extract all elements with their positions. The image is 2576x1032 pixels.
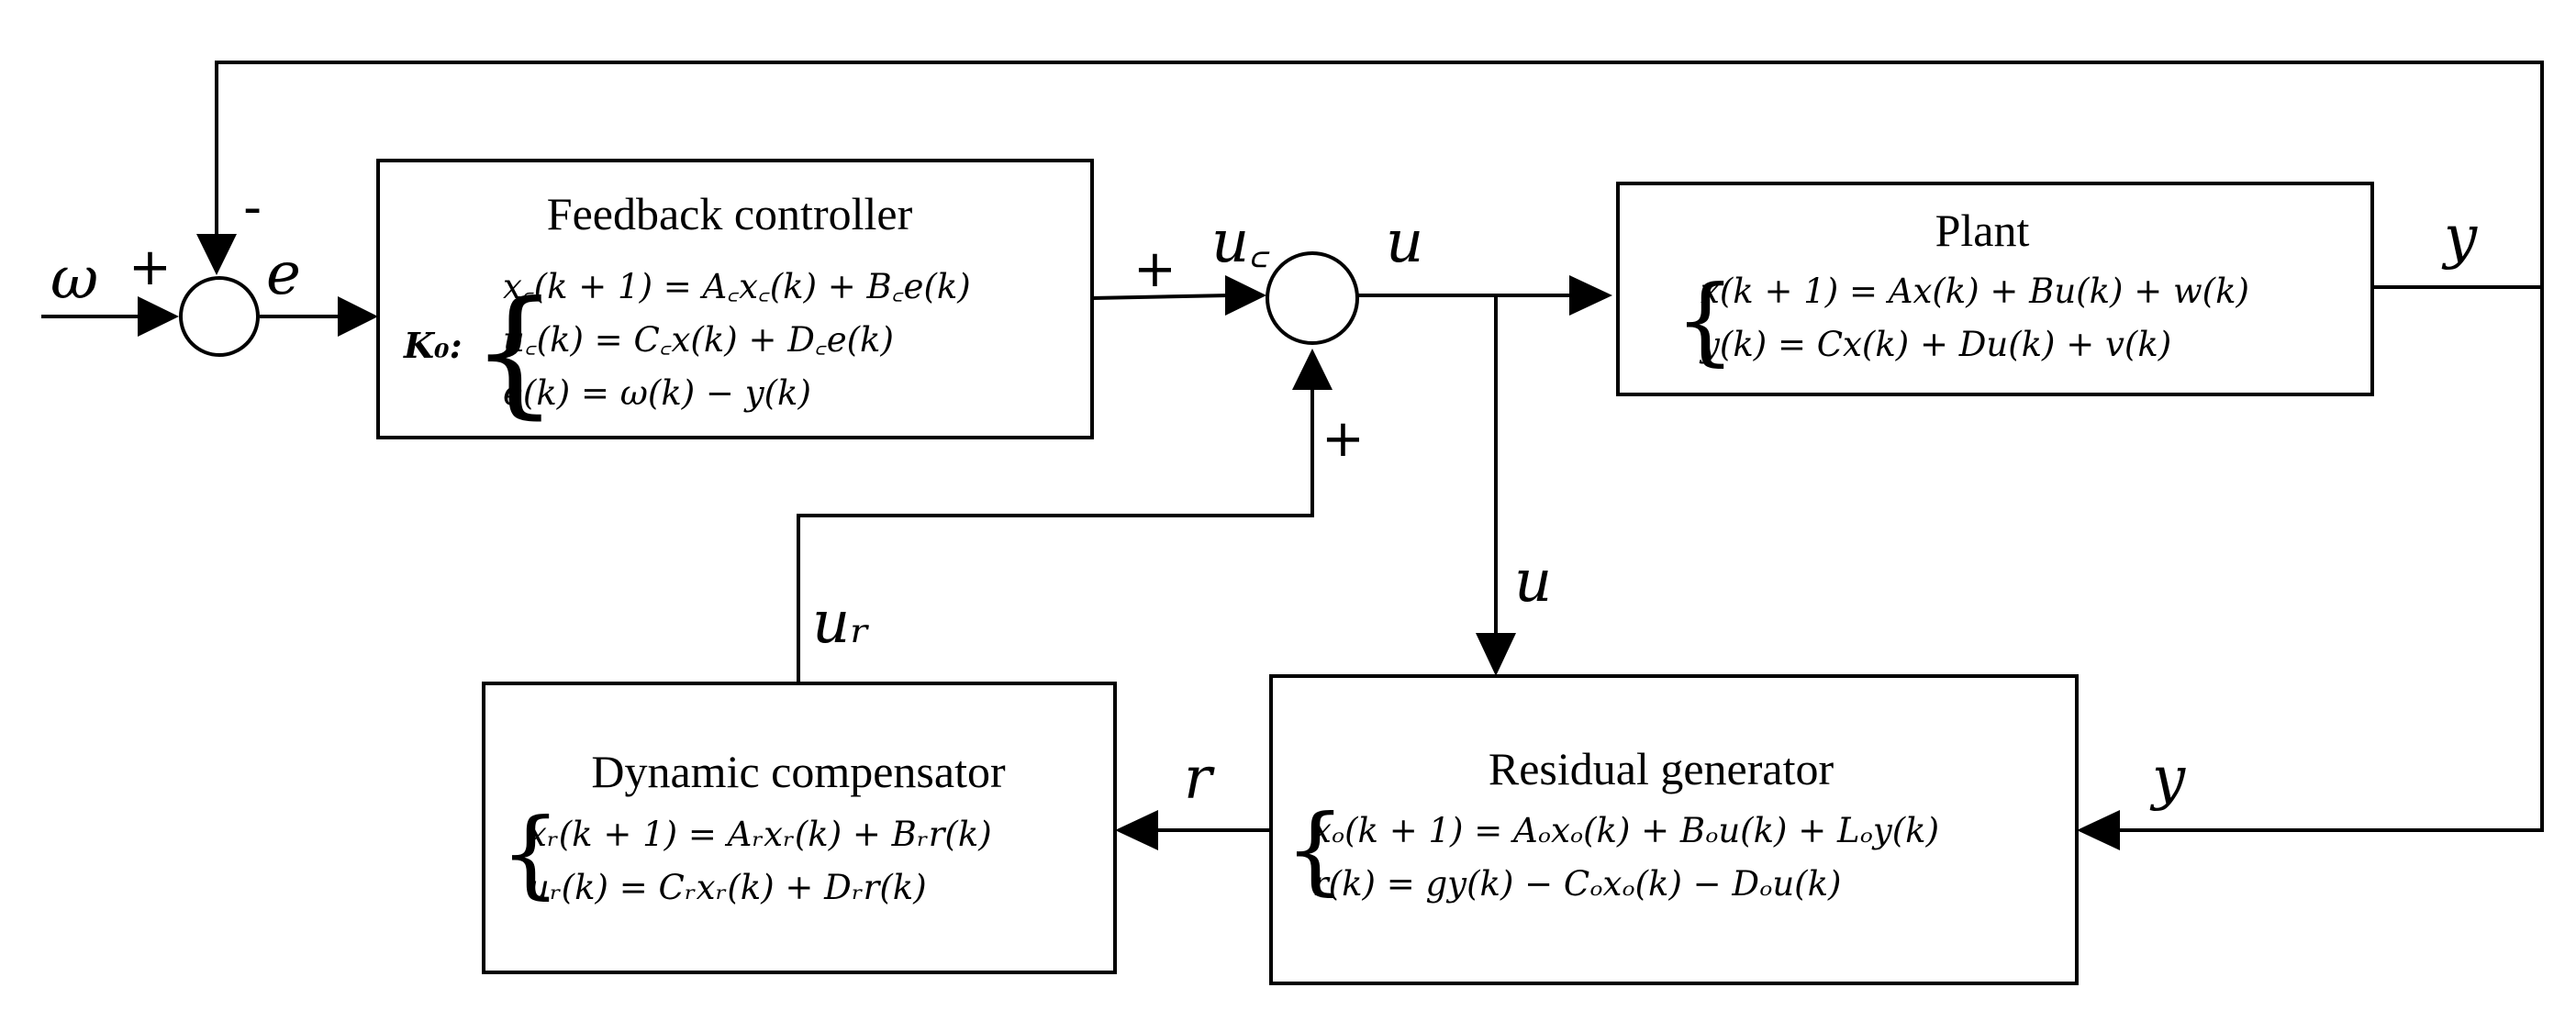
- summing-junction-2: [1266, 251, 1359, 345]
- residual-generator-box: [1269, 674, 2079, 985]
- arrow-into-compensator: [1115, 810, 1158, 850]
- arrow-into-sum1-top: [196, 234, 237, 275]
- arrow-into-residual-top: [1476, 633, 1516, 676]
- wire-top-feedback: [215, 61, 2544, 287]
- summing-junction-1: [179, 276, 260, 357]
- feedback-controller-title: Feedback controller: [547, 188, 913, 239]
- residual-generator-brace: {: [1285, 793, 1345, 905]
- dynamic-compensator-block: Dynamic compensator { xᵣ(k + 1) = Aᵣxᵣ(k…: [482, 682, 1117, 974]
- junction-signs: + - + +: [128, 178, 1365, 469]
- wire-ur: [797, 390, 1314, 683]
- residual-generator-title: Residual generator: [1489, 743, 1834, 794]
- controller-brace: {: [471, 272, 558, 432]
- controller-equation-2: u꜀(k) = C꜀x(k) + D꜀e(k): [503, 320, 894, 360]
- sum2-plus-left-sign: +: [1133, 239, 1176, 299]
- signal-label-uc: u꜀: [1211, 208, 1270, 276]
- signal-wires: [41, 61, 2544, 832]
- sum1-plus-sign: +: [128, 238, 172, 297]
- signal-label-u-branch: u: [1514, 548, 1552, 616]
- dynamic-compensator-brace: {: [500, 797, 561, 909]
- plant-box: [1616, 182, 2374, 396]
- signal-label-e: e: [266, 240, 301, 308]
- dynamic-compensator-equation-2: uᵣ(k) = Cᵣxᵣ(k) + Dᵣr(k): [528, 868, 927, 907]
- arrowheads: [138, 234, 2120, 850]
- plant-equation-1: x(k + 1) = Ax(k) + Bu(k) + w(k): [1701, 272, 2249, 311]
- plant-block: Plant { x(k + 1) = Ax(k) + Bu(k) + w(k) …: [1616, 182, 2374, 396]
- arrow-into-plant: [1569, 275, 1612, 316]
- signal-labels: ω e u꜀ u u y y r uᵣ: [50, 204, 2478, 813]
- arrow-into-sum1-left: [138, 296, 179, 337]
- sum1-minus-sign: -: [243, 178, 262, 238]
- controller-equation-3: e(k) = ω(k) − y(k): [503, 373, 811, 413]
- residual-generator-block: Residual generator { xₒ(k + 1) = Aₒxₒ(k)…: [1269, 674, 2079, 985]
- residual-generator-equation-2: r(k) = gy(k) − Cₒxₒ(k) − Dₒu(k): [1312, 864, 1841, 904]
- residual-generator-equation-1: xₒ(k + 1) = Aₒxₒ(k) + Bₒu(k) + Lₒy(k): [1312, 811, 1939, 850]
- controller-gain-label: K₀:: [403, 325, 463, 366]
- dynamic-compensator-title: Dynamic compensator: [591, 746, 1006, 797]
- plant-equation-2: y(k) = Cx(k) + Du(k) + v(k): [1699, 325, 2171, 364]
- wire-uc: [1091, 294, 1231, 300]
- arrow-into-controller: [338, 296, 378, 337]
- feedback-controller-block: Feedback controller K₀: { x꜀(k + 1) = A꜀…: [376, 159, 1094, 439]
- sum2-plus-bottom-sign: +: [1321, 409, 1365, 469]
- signal-label-u-top: u: [1386, 208, 1423, 276]
- signal-label-y-feedback: y: [2149, 745, 2186, 813]
- dynamic-compensator-equation-1: xᵣ(k + 1) = Aᵣxᵣ(k) + Bᵣr(k): [528, 815, 992, 854]
- signal-label-r: r: [1184, 745, 1215, 813]
- arrow-into-residual-right: [2077, 810, 2120, 850]
- arrow-into-sum2-bottom: [1292, 349, 1333, 390]
- plant-brace: {: [1675, 264, 1735, 376]
- arrow-into-sum2-left: [1225, 275, 1266, 316]
- signal-label-omega: ω: [50, 245, 98, 313]
- signal-label-ur: uᵣ: [812, 589, 870, 657]
- wire-y-feedback: [2118, 287, 2544, 832]
- dynamic-compensator-box: [482, 682, 1117, 974]
- controller-equation-1: x꜀(k + 1) = A꜀x꜀(k) + B꜀e(k): [503, 267, 971, 306]
- plant-title: Plant: [1935, 205, 2030, 256]
- feedback-controller-box: [376, 159, 1094, 439]
- signal-label-y-out: y: [2441, 204, 2478, 272]
